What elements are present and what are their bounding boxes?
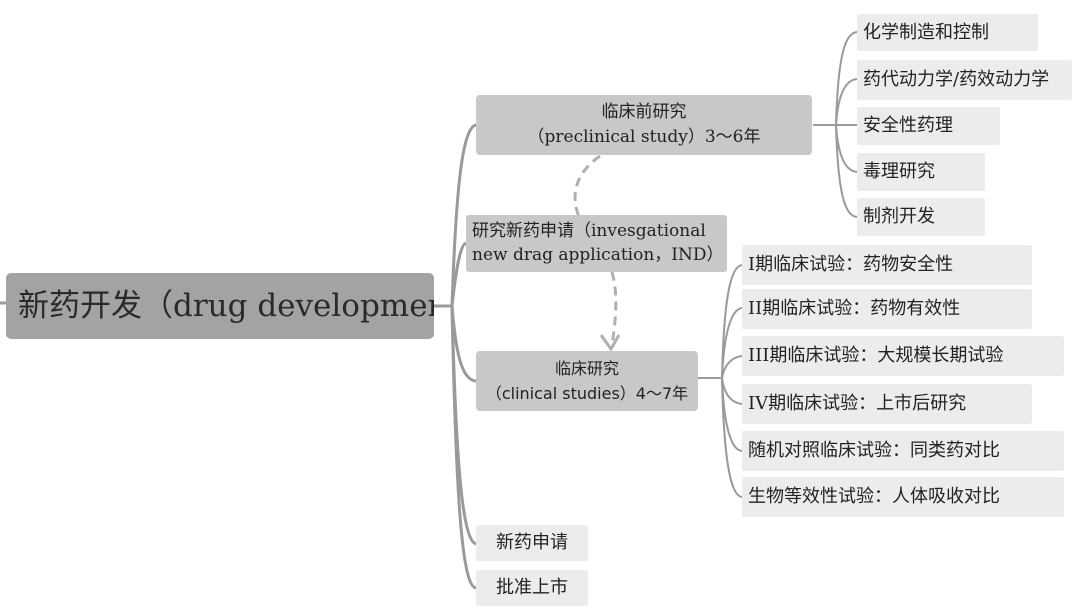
ind-node[interactable]: 研究新药申请（invesgational new drag applicatio… <box>466 215 727 272</box>
clinical-subtitle: （clinical studies）4～7年 <box>485 384 689 403</box>
clinical-item[interactable]: III期临床试验：大规模长期试验 <box>742 336 1064 376</box>
dashed-arrow-head <box>599 334 621 352</box>
branch-clinical-line <box>450 305 477 383</box>
clinical-item[interactable]: 随机对照临床试验：同类药对比 <box>742 431 1064 471</box>
branch-preclinical-line <box>450 123 477 307</box>
branch-approval-line <box>450 305 477 590</box>
clinical-leaf-line <box>721 307 743 379</box>
preclinical-item[interactable]: 安全性药理 <box>857 107 1000 145</box>
preclinical-title: 临床前研究 <box>601 102 687 122</box>
clinical-item[interactable]: IV期临床试验：上市后研究 <box>742 384 1032 424</box>
clinical-leaf-line <box>721 377 743 498</box>
nda-node[interactable]: 新药申请 <box>476 525 588 561</box>
preclinical-node[interactable]: 临床前研究 （preclinical study）3～6年 <box>476 95 812 155</box>
clinical-item[interactable]: 生物等效性试验：人体吸收对比 <box>742 477 1064 517</box>
preclinical-leaf-line <box>835 124 858 218</box>
clinical-node[interactable]: 临床研究 （clinical studies）4～7年 <box>476 351 698 411</box>
ind-line-1: 研究新药申请（invesgational <box>472 221 706 241</box>
preclinical-leaf-line <box>835 31 858 126</box>
branch-ind-line <box>450 241 467 307</box>
preclinical-subtitle: （preclinical study）3～6年 <box>527 127 761 147</box>
root-node[interactable]: 新药开发（drug development） <box>6 273 434 339</box>
preclinical-item[interactable]: 毒理研究 <box>857 153 985 191</box>
preclinical-item[interactable]: 化学制造和控制 <box>857 14 1038 51</box>
preclinical-item[interactable]: 药代动力学/药效动力学 <box>857 60 1072 100</box>
clinical-leaf-line <box>721 264 743 379</box>
clinical-item[interactable]: I期临床试验：药物安全性 <box>742 245 1032 285</box>
approval-node[interactable]: 批准上市 <box>476 570 588 606</box>
clinical-leaf-line <box>721 355 743 379</box>
clinical-item[interactable]: II期临床试验：药物有效性 <box>742 289 1032 329</box>
ind-line-2: new drag application，IND） <box>472 245 724 265</box>
clinical-title: 临床研究 <box>554 359 619 378</box>
preclinical-leaf-line <box>835 124 858 173</box>
clinical-leaf-line <box>721 377 743 405</box>
preclinical-leaf-line <box>835 78 858 126</box>
preclinical-item[interactable]: 制剂开发 <box>857 198 985 236</box>
